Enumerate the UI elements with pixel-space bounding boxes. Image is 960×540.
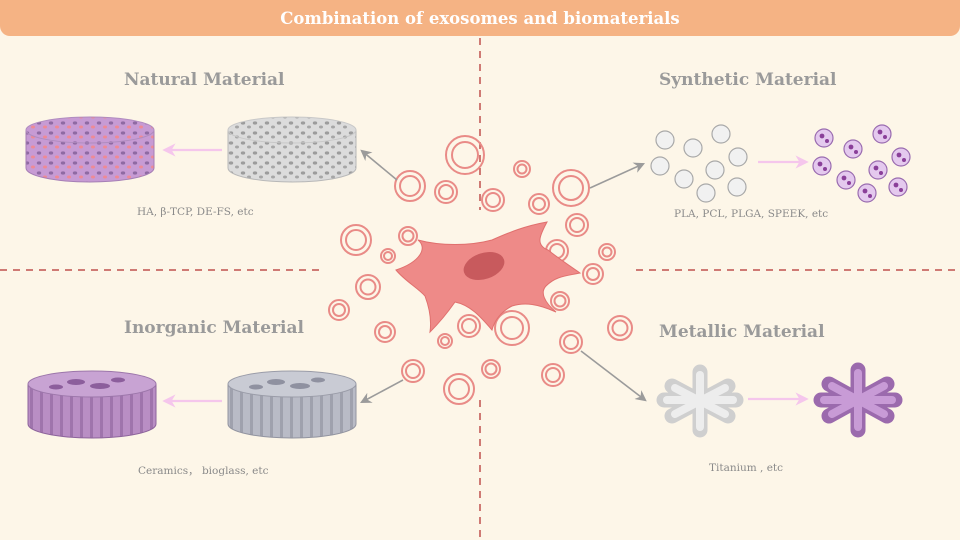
exosome [374, 321, 396, 343]
arrow-to-inorganic [360, 379, 404, 404]
exosome [398, 226, 418, 246]
cell-nucleus [463, 252, 505, 280]
exosome-cluster [328, 135, 633, 405]
exosome [380, 248, 396, 264]
arrow-to-metallic [580, 350, 647, 402]
exosome [494, 310, 530, 346]
exosome [355, 274, 381, 300]
exosome [513, 160, 531, 178]
exosome [457, 314, 481, 338]
synthetic-material-examples: PLA, PCL, PLGA, SPEEK, etc [674, 208, 829, 220]
exosome [598, 243, 616, 261]
metallic-material-examples: Titanium , etc [709, 462, 784, 474]
inorganic-material-label: Inorganic Material [124, 318, 304, 338]
exosome [582, 263, 604, 285]
exosome [443, 373, 475, 405]
exosome [328, 299, 350, 321]
natural-scaffold-loaded [25, 116, 155, 183]
exosome [550, 291, 570, 311]
exosome [607, 315, 633, 341]
loading-arrows [162, 143, 809, 408]
quadrant-dividers [0, 38, 960, 540]
metallic-material-label: Metallic Material [659, 322, 825, 342]
synthetic-particles-loaded [812, 124, 911, 203]
synthetic-particle-cargo [817, 129, 906, 198]
exosome [481, 188, 505, 212]
exosome [552, 169, 590, 207]
exosome [434, 180, 458, 204]
metallic-scaffold-plain [656, 364, 744, 438]
exosome [559, 330, 583, 354]
transfer-arrows [360, 149, 647, 404]
page-title: Combination of exosomes and biomaterials [280, 8, 680, 28]
natural-material-label: Natural Material [124, 70, 285, 90]
natural-material-examples: HA, β-TCP, DE-FS, etc [137, 206, 254, 218]
arrow-to-natural [360, 149, 398, 181]
exosome [541, 363, 565, 387]
exosome [565, 213, 589, 237]
page-title-banner: Combination of exosomes and biomaterials [0, 0, 960, 36]
exosome [394, 170, 426, 202]
inorganic-material-examples: Ceramics， bioglass, etc [138, 465, 269, 477]
metallic-scaffold-loaded [813, 362, 903, 438]
synthetic-particles-plain [650, 124, 748, 203]
exosome [340, 224, 372, 256]
synthetic-material-label: Synthetic Material [659, 70, 837, 90]
exosome [445, 135, 485, 175]
cell [395, 221, 582, 334]
exosome [481, 359, 501, 379]
inorganic-scaffold-loaded [27, 370, 157, 439]
arrow-to-synthetic [589, 162, 646, 189]
natural-scaffold-plain [227, 116, 357, 183]
exosome [401, 359, 425, 383]
exosome [437, 333, 453, 349]
exosome [528, 193, 550, 215]
inorganic-scaffold-plain [227, 370, 357, 439]
